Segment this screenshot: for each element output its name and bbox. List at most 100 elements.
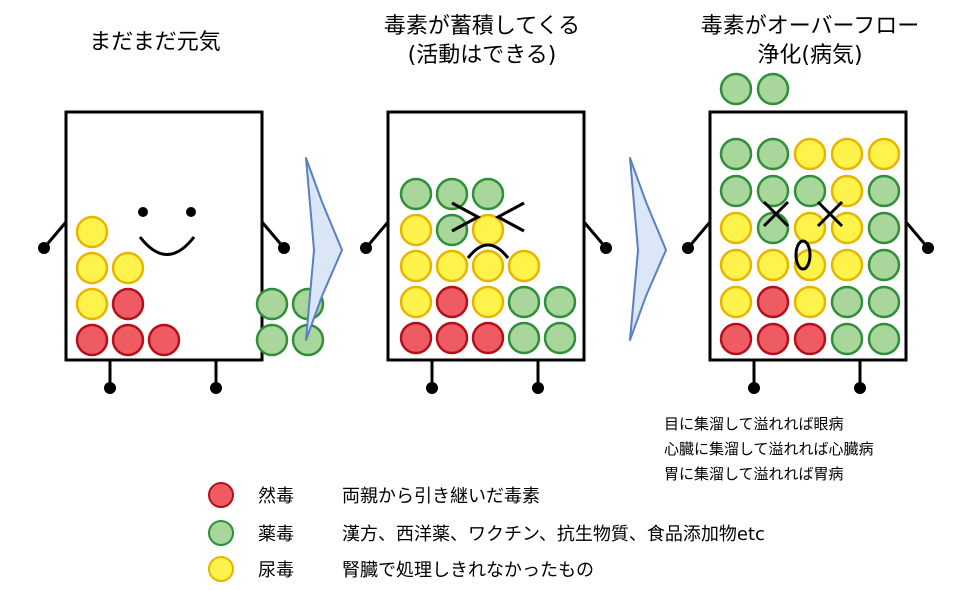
green-toxin-circle [793,174,827,208]
legend-row-green: 薬毒 漢方、西洋薬、ワクチン、抗生物質、食品添加物etc [208,518,765,548]
right-hand [922,242,934,254]
yellow-circle-icon [208,556,234,582]
green-toxin-circle [719,174,753,208]
left-foot [104,382,116,394]
yellow-toxin-circle [471,213,505,247]
legend-desc-yellow: 腎臓で処理しきれなかったもの [342,560,594,581]
green-toxin-circle [719,72,753,106]
face-sick [762,200,844,271]
right-eye [186,207,196,217]
overflow-toxins [719,72,790,106]
disease-note-heart: 心臓に集溜して溢れれば心臓病 [664,440,874,458]
red-toxin-circle [719,322,753,356]
yellow-toxin-circle [719,285,753,319]
face-happy [138,207,196,256]
legend-desc-green: 漢方、西洋薬、ワクチン、抗生物質、食品添加物etc [342,524,765,545]
green-toxin-circle [255,287,289,321]
right-foot [210,382,222,394]
stage-1-title: まだまだ元気 [50,28,260,57]
yellow-toxin-circle [399,249,433,283]
legend-desc-red: 両親から引き継いだ毒素 [342,486,540,507]
yellow-toxin-circle [793,211,827,245]
stage-2-title-line-1: 毒素が蓄積してくる [383,14,581,39]
red-circle-icon [208,482,234,508]
left-hand [360,242,372,254]
disease-note-stomach: 胃に集溜して溢れれば胃病 [664,465,844,483]
yellow-toxin-circle [75,287,109,321]
open-mouth [794,239,812,271]
toxins-stage-2 [399,177,577,355]
right-foot [854,382,866,394]
legend-name-green: 薬毒 [258,524,294,545]
red-toxin-circle [435,321,469,355]
red-toxin-circle [756,285,790,319]
disease-note-eye: 目に集溜して溢れれば眼病 [664,415,844,433]
stage-arrow-1 [305,157,343,341]
green-toxin-circle [543,285,577,319]
yellow-toxin-circle [793,285,827,319]
green-toxin-circle [507,285,541,319]
yellow-toxin-circle [111,251,145,285]
yellow-toxin-circle [507,249,541,283]
legend-name-yellow: 尿毒 [258,560,294,581]
left-eye [138,207,148,217]
yellow-toxin-circle [830,248,864,282]
stage-3-title-line-1: 毒素がオーバーフロー [700,14,920,39]
yellow-toxin-circle [867,137,901,171]
left-x-eye [762,200,790,228]
legend-row-yellow: 尿毒 腎臓で処理しきれなかったもの [208,554,594,584]
smile-mouth [138,236,196,256]
right-hand [600,242,612,254]
stage-1-title-line-1: まだまだ元気 [89,30,221,55]
left-hand [38,242,50,254]
green-toxin-circle [543,321,577,355]
yellow-toxin-circle [830,174,864,208]
red-toxin-circle [793,322,827,356]
red-toxin-circle [399,321,433,355]
yellow-toxin-circle [830,137,864,171]
green-toxin-circle [867,211,901,245]
yellow-toxin-circle [719,248,753,282]
stage-2-title-line-2: (活動はできる) [407,43,557,68]
green-toxin-circle [399,177,433,211]
green-toxin-circle [507,321,541,355]
red-toxin-circle [147,323,181,357]
left-foot [426,382,438,394]
green-toxin-circle [756,174,790,208]
red-toxin-circle [111,323,145,357]
stage-2-title: 毒素が蓄積してくる (活動はできる) [352,12,612,70]
yellow-toxin-circle [471,249,505,283]
stage-arrow-2 [629,157,667,341]
legend-row-red: 然毒 両親から引き継いだ毒素 [208,480,540,510]
red-toxin-circle [435,285,469,319]
left-hand [682,242,694,254]
green-toxin-circle [756,72,790,106]
face-strained [451,201,525,259]
toxins-stage-1 [75,215,325,357]
green-toxin-circle [867,174,901,208]
green-toxin-circle [719,137,753,171]
green-toxin-circle [255,323,289,357]
red-toxin-circle [111,287,145,321]
green-toxin-circle [830,322,864,356]
right-squint-eye [494,201,525,233]
green-circle-icon [208,520,234,546]
red-toxin-circle [756,322,790,356]
right-x-eye [816,200,844,228]
yellow-toxin-circle [719,211,753,245]
yellow-toxin-circle [75,215,109,249]
yellow-toxin-circle [399,213,433,247]
right-foot [532,382,544,394]
green-toxin-circle [756,137,790,171]
yellow-toxin-circle [75,251,109,285]
legend-name-red: 然毒 [258,486,294,507]
right-hand [278,242,290,254]
stage-3-title: 毒素がオーバーフロー 浄化(病気) [680,12,940,70]
yellow-toxin-circle [471,285,505,319]
yellow-toxin-circle [756,248,790,282]
green-toxin-circle [435,177,469,211]
yellow-toxin-circle [399,285,433,319]
left-foot [748,382,760,394]
green-toxin-circle [830,285,864,319]
